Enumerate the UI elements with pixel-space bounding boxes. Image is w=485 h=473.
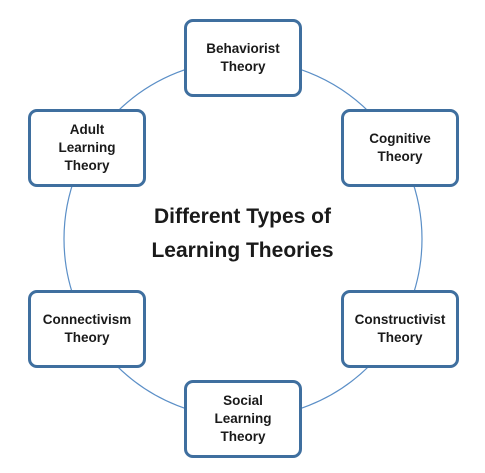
- node-cognitive-label: Cognitive Theory: [369, 131, 431, 164]
- node-constructivist: Constructivist Theory: [341, 290, 459, 368]
- node-adult: Adult Learning Theory: [28, 109, 146, 187]
- node-connectivism-label: Connectivism Theory: [42, 312, 132, 345]
- node-social-label: Social Learning Theory: [214, 393, 272, 444]
- node-connectivism: Connectivism Theory: [28, 290, 146, 368]
- center-title: Different Types of Learning Theories: [151, 205, 334, 262]
- node-constructivist-label: Constructivist Theory: [354, 312, 446, 345]
- node-social: Social Learning Theory: [184, 380, 302, 458]
- node-behaviorist: Behaviorist Theory: [184, 19, 302, 97]
- node-adult-label: Adult Learning Theory: [58, 122, 116, 173]
- node-behaviorist-label: Behaviorist Theory: [206, 41, 280, 74]
- node-cognitive: Cognitive Theory: [341, 109, 459, 187]
